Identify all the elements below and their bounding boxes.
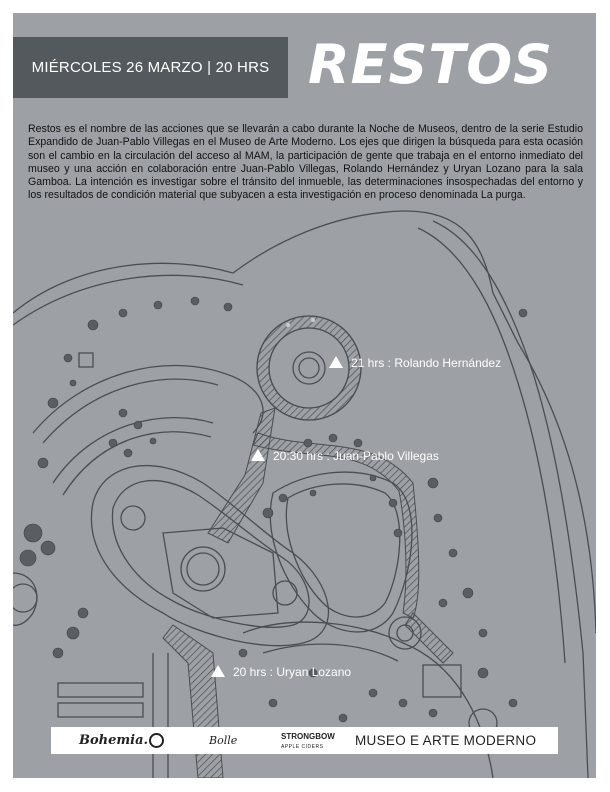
event-date: MIÉRCOLES 26 MARZO | 20 HRS <box>31 59 270 76</box>
event-marker-rolando: 21 hrs : Rolando Hernández <box>329 356 501 370</box>
event-label: 21 hrs : Rolando Hernández <box>351 356 502 370</box>
poster: MIÉRCOLES 26 MARZO | 20 HRS RESTOS Resto… <box>13 13 596 778</box>
event-label: 20 hrs : Uryan Lozano <box>233 665 352 679</box>
triangle-marker-icon <box>251 449 265 461</box>
museum-logo: MUSEO E ARTE MODERNO <box>355 733 537 748</box>
bohemia-badge-icon <box>149 733 165 748</box>
triangle-marker-icon <box>329 356 343 368</box>
triangle-marker-icon <box>211 665 225 677</box>
bohemia-logo: Bohemia. <box>79 727 165 754</box>
date-banner: MIÉRCOLES 26 MARZO | 20 HRS <box>13 37 288 98</box>
script-brand-logo: Bolle <box>209 734 238 747</box>
poster-title: RESTOS <box>308 33 553 96</box>
event-label: 20:30 hrs : Juan-Pablo Villegas <box>273 449 439 463</box>
description-paragraph: Restos es el nombre de las acciones que … <box>28 123 583 202</box>
event-marker-uryan: 20 hrs : Uryan Lozano <box>211 665 351 679</box>
event-marker-juan-pablo: 20:30 hrs : Juan-Pablo Villegas <box>251 449 439 463</box>
